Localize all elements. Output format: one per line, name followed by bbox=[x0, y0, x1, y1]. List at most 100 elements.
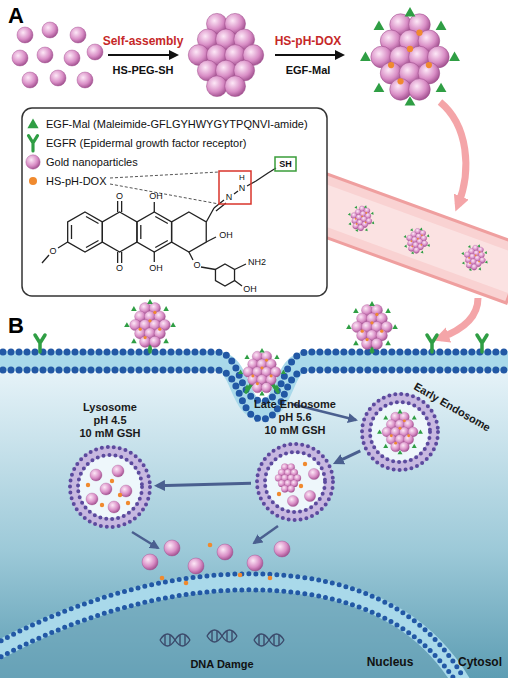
node-heading: Lysosome bbox=[50, 401, 170, 414]
flow-arrow bbox=[440, 298, 478, 338]
svg-polygon bbox=[68, 212, 103, 252]
svg-use bbox=[29, 136, 38, 151]
nanoparticle bbox=[304, 490, 315, 501]
drug-molecule bbox=[303, 462, 307, 466]
svg-use bbox=[64, 50, 80, 66]
dna-helix bbox=[160, 630, 284, 646]
node-detail: pH 4.5 bbox=[50, 414, 170, 427]
drug-molecule bbox=[126, 501, 130, 505]
organelle-outline bbox=[68, 445, 152, 529]
doxorubicin-structure bbox=[42, 157, 296, 286]
svg-path bbox=[0, 582, 462, 678]
drug-molecule bbox=[86, 483, 90, 487]
svg-path bbox=[212, 631, 232, 641]
svg-polygon bbox=[172, 212, 207, 252]
organelle-lumen bbox=[74, 451, 146, 523]
membrane-heads bbox=[257, 444, 333, 520]
step-label: Self-assembly bbox=[103, 35, 184, 47]
organelle-lumen bbox=[261, 448, 329, 516]
atom-label: O bbox=[116, 264, 123, 273]
early-endosome-node: Early Endosome bbox=[360, 392, 440, 472]
compartment-label: Nucleus bbox=[367, 656, 414, 668]
reagent-label: EGF-Mal bbox=[286, 65, 331, 76]
step-label: HS-pH-DOX bbox=[275, 35, 342, 47]
organelle-lumen bbox=[366, 398, 434, 466]
svg-polygon bbox=[102, 212, 137, 252]
organelle-membrane bbox=[74, 451, 146, 523]
nanoparticle bbox=[100, 483, 112, 495]
atom-label: SH bbox=[279, 160, 292, 169]
svg-path bbox=[118, 201, 122, 263]
svg-use bbox=[399, 223, 435, 259]
compartment-label: Cytosol bbox=[458, 656, 502, 668]
svg-use bbox=[188, 558, 204, 574]
node-detail: 10 mM GSH bbox=[235, 424, 355, 437]
svg-use bbox=[70, 27, 86, 43]
svg-circle bbox=[208, 543, 213, 548]
svg-path bbox=[206, 237, 216, 242]
svg-path bbox=[154, 202, 155, 262]
svg-use bbox=[12, 50, 28, 66]
svg-use bbox=[77, 72, 93, 88]
svg-path bbox=[0, 590, 462, 678]
node-detail: pH 5.6 bbox=[235, 411, 355, 424]
svg-path bbox=[207, 630, 237, 642]
svg-path bbox=[254, 634, 284, 646]
svg-use bbox=[247, 555, 263, 571]
nanoparticle bbox=[287, 495, 298, 506]
atom-label: H bbox=[239, 174, 245, 182]
svg-polygon bbox=[215, 264, 234, 286]
membrane-heads bbox=[370, 402, 430, 462]
dna-label: DNA Damge bbox=[190, 659, 253, 670]
svg-path bbox=[206, 168, 276, 222]
svg-path bbox=[165, 635, 185, 645]
node-detail: 10 mM GSH bbox=[50, 427, 170, 440]
nucleus bbox=[0, 574, 462, 678]
reagent-label: HS-PEG-SH bbox=[112, 65, 173, 76]
atom-label: OH bbox=[149, 192, 163, 201]
svg-use bbox=[26, 155, 40, 169]
node-heading: Late Endosome bbox=[235, 398, 355, 411]
organelle-outline bbox=[360, 392, 440, 472]
svg-circle bbox=[238, 573, 243, 578]
svg-use bbox=[164, 540, 180, 556]
legend-box bbox=[22, 108, 327, 296]
svg-path bbox=[141, 217, 168, 248]
membrane-heads bbox=[78, 455, 142, 519]
drug-molecule bbox=[100, 503, 104, 507]
legend-text: EGF-Mal (Maleimide-GFLGYHWYGYTPQNVI-amid… bbox=[46, 119, 308, 130]
atom-label: OH bbox=[149, 264, 163, 273]
svg-use bbox=[50, 70, 66, 86]
process-arrows bbox=[132, 404, 356, 548]
released-particles bbox=[142, 540, 290, 585]
free-nanoparticles bbox=[12, 22, 103, 88]
legend-text: EGFR (Epidermal growth factor receptor) bbox=[46, 138, 247, 149]
atom-label: OH bbox=[219, 231, 233, 240]
svg-circle bbox=[29, 177, 37, 185]
leader-lines bbox=[110, 172, 219, 204]
transport-arrow bbox=[336, 451, 361, 463]
atom-label: O bbox=[116, 192, 123, 201]
drug-molecule bbox=[299, 484, 303, 488]
svg-path bbox=[259, 635, 279, 645]
atom-label: O bbox=[193, 261, 200, 270]
svg-use bbox=[87, 44, 103, 60]
atom-label: N bbox=[239, 184, 246, 193]
svg-polygon bbox=[137, 212, 172, 252]
drug-molecule bbox=[277, 492, 281, 496]
flow-arrow bbox=[440, 102, 466, 205]
svg-path bbox=[207, 630, 237, 642]
svg-circle bbox=[268, 576, 273, 581]
nanoparticle-cluster bbox=[188, 13, 263, 96]
svg-use bbox=[37, 47, 53, 63]
lysosome-node: LysosomepH 4.510 mM GSH bbox=[68, 445, 152, 529]
svg-path bbox=[110, 172, 219, 178]
atom-label: NH2 bbox=[248, 258, 266, 267]
svg-use bbox=[274, 541, 290, 557]
svg-circle bbox=[160, 576, 165, 581]
svg-g bbox=[207, 630, 237, 642]
legend-text: HS-pH-DOX bbox=[46, 176, 107, 187]
